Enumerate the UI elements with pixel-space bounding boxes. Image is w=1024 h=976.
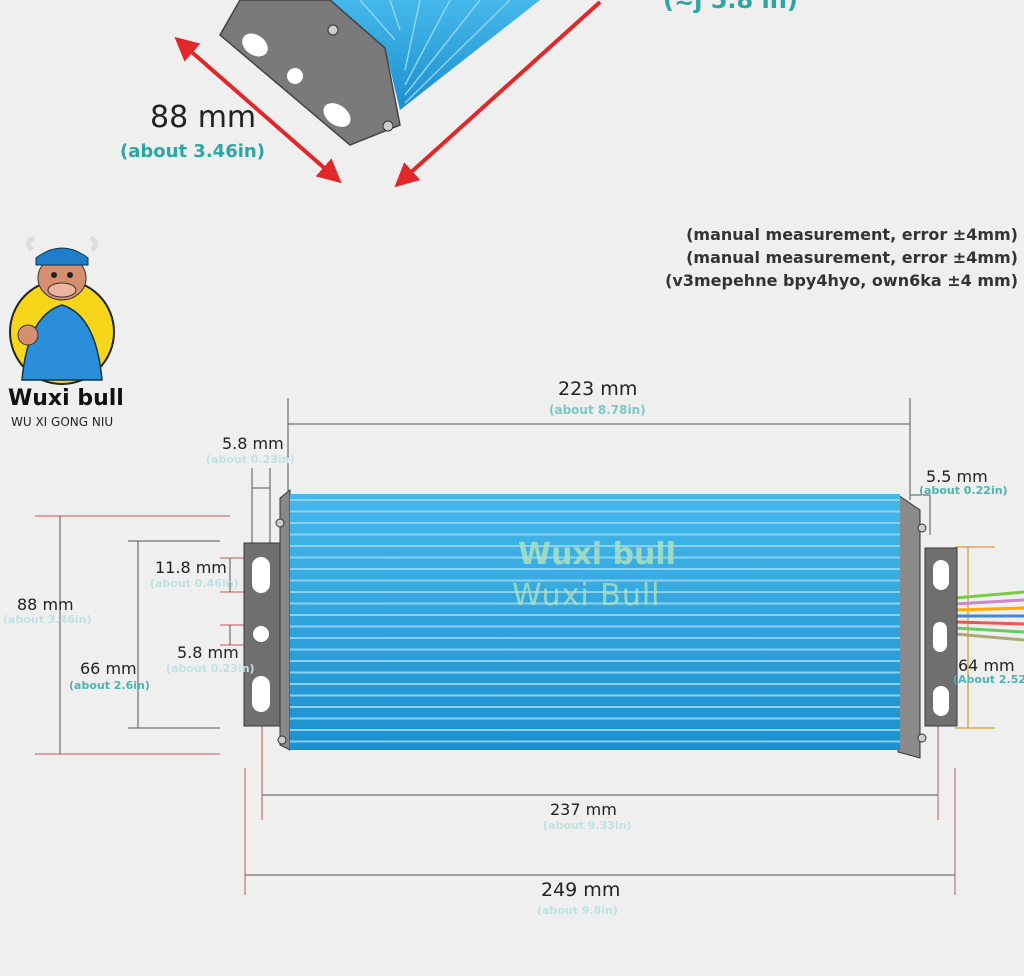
watermark-1: Wuxi bull bbox=[518, 537, 676, 572]
dim-flange-58: 5.8 mm bbox=[222, 434, 284, 453]
dim-flange-55-sub: (about 0.22in) bbox=[919, 484, 1008, 497]
housing-fins bbox=[290, 499, 900, 743]
housing-screws bbox=[275, 518, 927, 745]
brand-sub: WU XI GONG NIU bbox=[11, 415, 114, 429]
dim-bracket-64-sub: (About 2.52in bbox=[953, 673, 1024, 686]
note-line-2: (manual measurement, error ±4mm) bbox=[686, 248, 1018, 267]
dim-height-88: 88 mm bbox=[17, 595, 74, 614]
note-line-3: (v3mepehne bpy4hyo, own6ka ±4 mm) bbox=[665, 271, 1018, 290]
depth-label: 88 mm bbox=[150, 100, 257, 135]
top-partial-label: (≈j 5.8 in) bbox=[663, 0, 798, 14]
dim-223: 223 mm bbox=[558, 378, 638, 400]
watermark-2: Wuxi Bull bbox=[512, 578, 661, 613]
dim-flange-55: 5.5 mm bbox=[926, 467, 988, 486]
dim-slot-118-sub: (about 0.46in) bbox=[150, 577, 239, 590]
wuxi-bull-mascot bbox=[9, 235, 115, 385]
dim-bracket-66-sub: (about 2.6in) bbox=[69, 679, 150, 692]
dim-hole-58-sub: (about 0.23in) bbox=[166, 662, 255, 675]
width-arrow bbox=[394, 0, 602, 188]
dim-flange-58-sub: (about 0.23in) bbox=[206, 453, 295, 466]
depth-sub-label: (about 3.46in) bbox=[120, 141, 265, 162]
top-controller-corner bbox=[219, 0, 540, 146]
dim-bracket-64: 64 mm bbox=[958, 656, 1015, 675]
dim-len-249-sub: (about 9.8in) bbox=[537, 904, 618, 917]
brand-name: Wuxi bull bbox=[8, 386, 124, 411]
dim-223-sub: (about 8.78in) bbox=[549, 403, 646, 417]
dim-len-237-sub: (about 9.33in) bbox=[543, 819, 632, 832]
note-line-1: (manual measurement, error ±4mm) bbox=[686, 225, 1018, 244]
dim-len-249: 249 mm bbox=[541, 879, 621, 901]
depth-arrow bbox=[174, 36, 342, 184]
dim-slot-118: 11.8 mm bbox=[155, 558, 227, 577]
dim-hole-58: 5.8 mm bbox=[177, 643, 239, 662]
dim-len-237: 237 mm bbox=[550, 800, 617, 819]
dim-bracket-66: 66 mm bbox=[80, 659, 137, 678]
dim-height-88-sub: (about 3.46in) bbox=[3, 613, 92, 626]
